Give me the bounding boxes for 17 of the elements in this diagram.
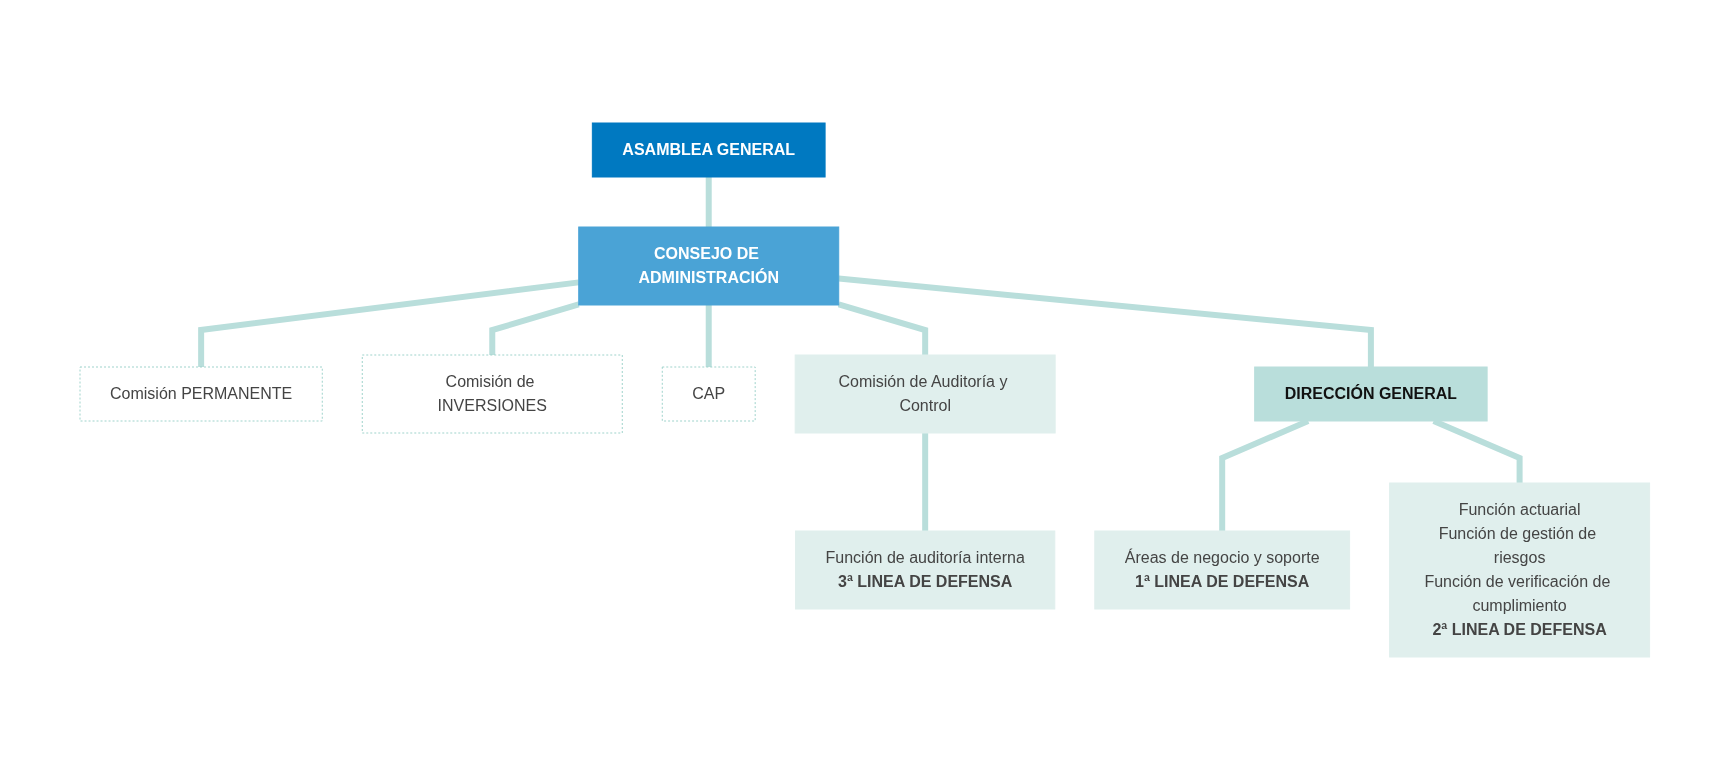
node-box: ASAMBLEA GENERAL (591, 122, 826, 177)
node-box: Áreas de negocio y soporte 1ª LINEA DE DEFENSA (1094, 530, 1350, 609)
node-box: DIRECCIÓN GENERAL (1253, 366, 1488, 421)
connector (921, 432, 928, 531)
node-box: Comisión de Auditoría y Control (794, 354, 1056, 433)
node-box: Función actuarial Función de gestión de riesgos Función de verificación de cumplimiento 2ª LINEA DE DEFENSA (1388, 482, 1650, 657)
connector (705, 304, 712, 367)
connector (838, 275, 1374, 367)
node-box: Comisión PERMANENTE (79, 366, 323, 421)
connector (488, 301, 580, 355)
node-box: Comisión de INVERSIONES (361, 354, 623, 433)
node-box: CONSEJO DE ADMINISTRACIÓN (577, 226, 839, 305)
node-box: Función de auditoría interna 3ª LINEA DE DEFENSA (794, 530, 1055, 609)
connector (837, 301, 928, 355)
node-box: CAP (661, 366, 756, 421)
connector (705, 176, 712, 227)
connector (197, 278, 579, 367)
